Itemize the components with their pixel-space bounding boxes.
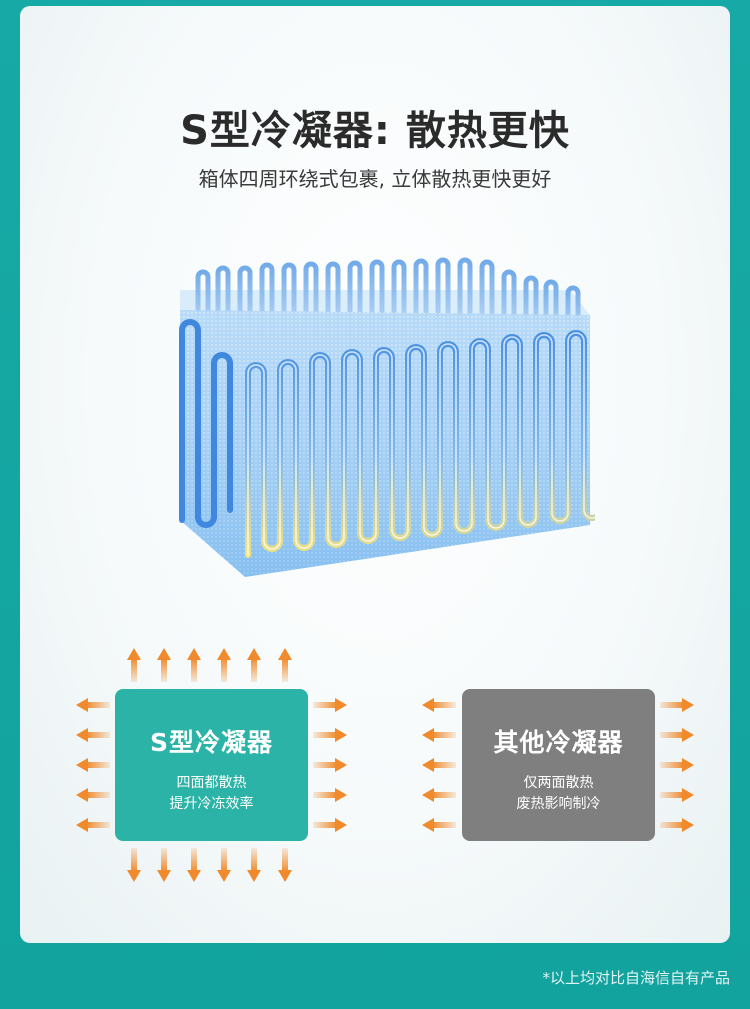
other-condenser-box: 其他冷凝器 仅两面散热 废热影响制冷: [462, 689, 655, 841]
s-condenser-desc-2: 提升冷冻效率: [169, 796, 254, 812]
footnote: *以上均对比自海信自有产品: [542, 969, 730, 987]
s-condenser-box: S型冷凝器 四面都散热 提升冷冻效率: [115, 689, 308, 841]
condenser-illustration: [179, 257, 595, 577]
page-title: S型冷凝器: 散热更快: [180, 108, 570, 154]
other-condenser-title: 其他冷凝器: [493, 728, 624, 757]
other-condenser-desc-2: 废热影响制冷: [516, 796, 601, 812]
other-condenser-desc-1: 仅两面散热: [523, 775, 594, 791]
page-subtitle: 箱体四周环绕式包裹, 立体散热更快更好: [198, 167, 552, 191]
s-condenser-title: S型冷凝器: [149, 728, 273, 757]
s-condenser-desc-1: 四面都散热: [176, 775, 247, 791]
